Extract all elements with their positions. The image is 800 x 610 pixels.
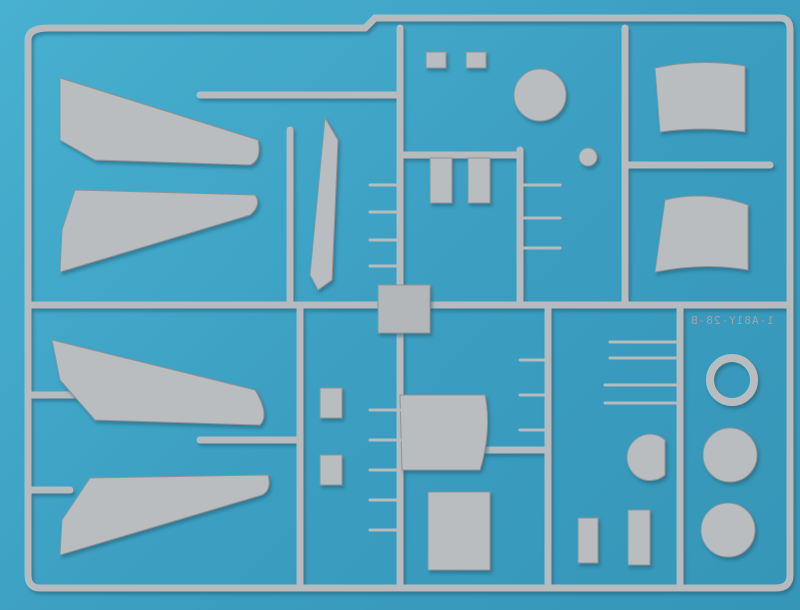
sprue-code-label: 1-A81Y-28-B (690, 314, 774, 327)
intake-part (654, 61, 746, 133)
dome-part (700, 502, 756, 558)
outer-runner (24, 14, 794, 592)
wing-part (59, 474, 270, 556)
panel-part (427, 491, 491, 571)
center-sprue-tab (377, 284, 431, 334)
wing-part (59, 189, 259, 273)
intake-part (654, 195, 749, 273)
bulkhead-part (399, 394, 489, 471)
dome-part (513, 68, 567, 122)
fin-part (309, 116, 339, 291)
wing-part (51, 339, 265, 426)
dome-part (702, 427, 758, 483)
wing-part (59, 77, 260, 166)
